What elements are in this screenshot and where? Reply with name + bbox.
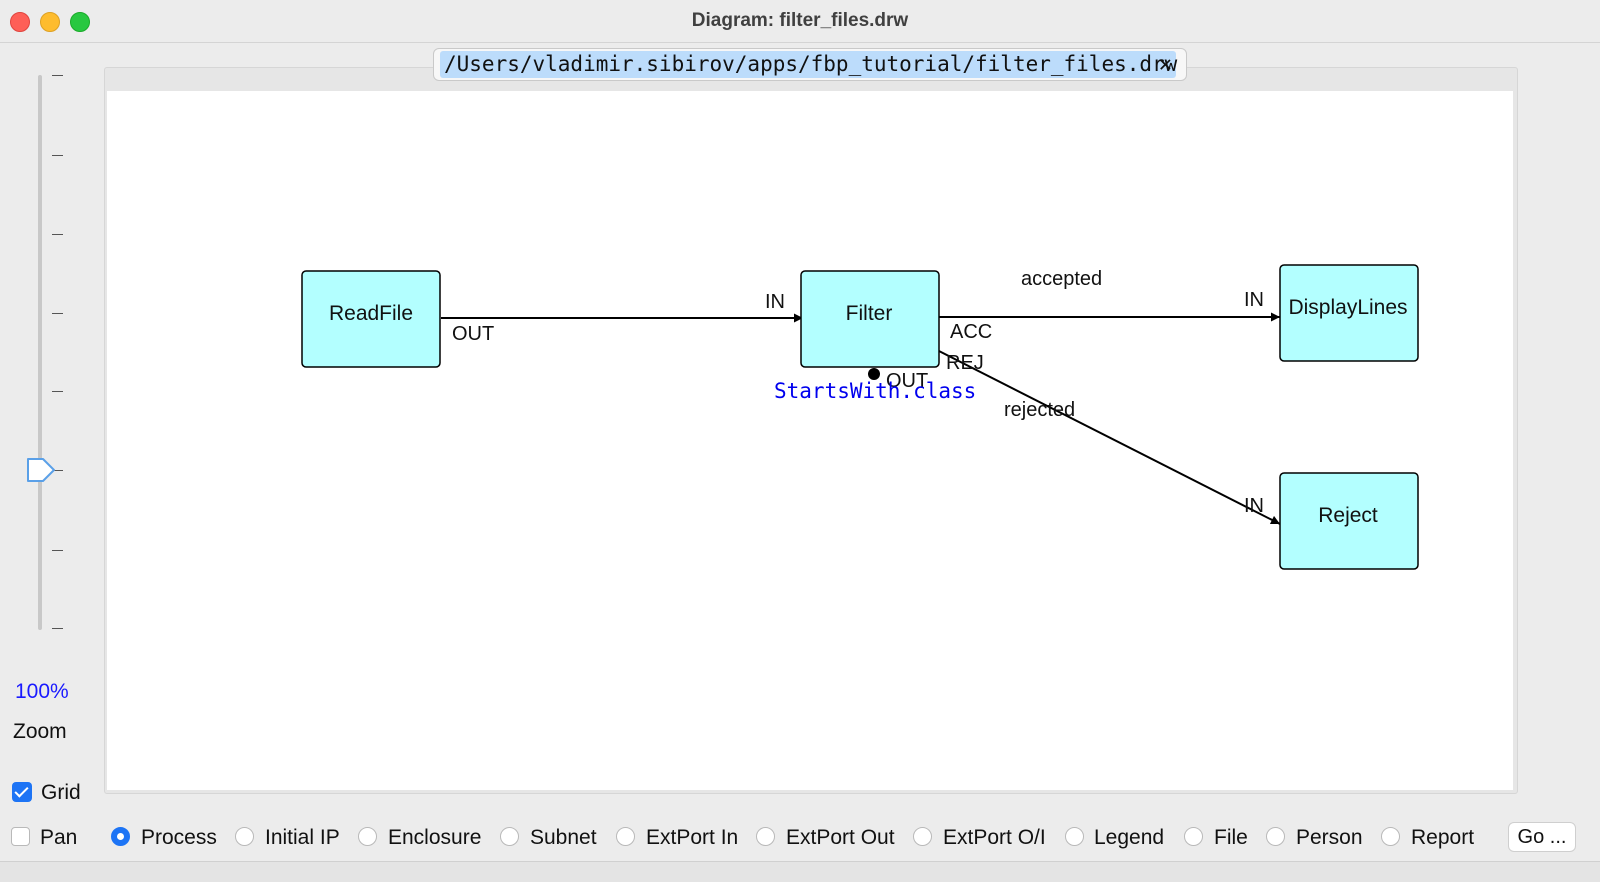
minimize-window-button[interactable] xyxy=(40,12,60,32)
radio-extport-oi-label: ExtPort O/I xyxy=(943,826,1046,849)
radio-enclosure-label: Enclosure xyxy=(388,826,482,849)
process-readfile-box[interactable] xyxy=(301,270,441,368)
zoom-tick xyxy=(52,391,63,392)
close-window-button[interactable] xyxy=(10,12,30,32)
process-displaylines[interactable]: DisplayLines xyxy=(1279,264,1419,362)
file-tab-inner[interactable]: /Users/vladimir.sibirov/apps/fbp_tutoria… xyxy=(440,51,1178,78)
radio-extport-out[interactable] xyxy=(756,827,775,846)
radio-person[interactable] xyxy=(1266,827,1285,846)
connection-label-rejected: rejected xyxy=(1004,399,1075,421)
zoom-tick xyxy=(52,550,63,551)
radio-enclosure[interactable] xyxy=(358,827,377,846)
radio-process[interactable] xyxy=(111,827,130,846)
go-button[interactable]: Go ... xyxy=(1508,822,1576,852)
port-filter-in: IN xyxy=(765,291,785,313)
process-readfile[interactable]: ReadFile xyxy=(301,270,441,368)
zoom-tick xyxy=(52,75,63,76)
port-filter-acc: ACC xyxy=(950,321,992,343)
grid-checkbox[interactable] xyxy=(12,782,32,802)
zoom-tick xyxy=(52,234,63,235)
connection-label-accepted: accepted xyxy=(1021,268,1102,290)
radio-person-label: Person xyxy=(1296,826,1363,849)
close-tab-icon[interactable]: ✕ xyxy=(1158,52,1172,77)
zoom-tick xyxy=(52,155,63,156)
zoom-label: Zoom xyxy=(13,720,67,743)
port-filter-out-dot[interactable] xyxy=(868,368,880,380)
radio-subnet[interactable] xyxy=(500,827,519,846)
zoom-value: 100% xyxy=(15,680,69,703)
process-displaylines-box[interactable] xyxy=(1279,264,1419,362)
port-reject-in: IN xyxy=(1244,495,1264,517)
maximize-window-button[interactable] xyxy=(70,12,90,32)
pan-checkbox[interactable] xyxy=(11,827,30,846)
zoom-tick xyxy=(52,628,63,629)
radio-extport-in[interactable] xyxy=(616,827,635,846)
radio-file[interactable] xyxy=(1184,827,1203,846)
radio-report[interactable] xyxy=(1381,827,1400,846)
radio-extport-in-label: ExtPort In xyxy=(646,826,739,849)
process-filter-label: Filter xyxy=(846,302,893,325)
window-title: Diagram: filter_files.drw xyxy=(691,10,909,31)
process-filter[interactable]: Filter xyxy=(800,270,940,368)
process-readfile-label: ReadFile xyxy=(329,302,413,325)
file-tab[interactable]: /Users/vladimir.sibirov/apps/fbp_tutoria… xyxy=(433,48,1187,81)
radio-legend[interactable] xyxy=(1065,827,1084,846)
radio-process-label: Process xyxy=(141,826,217,849)
process-reject-label: Reject xyxy=(1318,504,1378,527)
status-strip xyxy=(0,861,1600,882)
process-reject-box[interactable] xyxy=(1279,472,1419,570)
process-reject[interactable]: Reject xyxy=(1279,472,1419,570)
radio-legend-label: Legend xyxy=(1094,826,1165,849)
process-displaylines-label: DisplayLines xyxy=(1288,296,1407,319)
radio-extport-out-label: ExtPort Out xyxy=(786,826,895,849)
zoom-slider-thumb[interactable] xyxy=(25,456,57,484)
zoom-tick xyxy=(52,313,63,314)
radio-initial-ip[interactable] xyxy=(235,827,254,846)
port-readfile-out: OUT xyxy=(452,323,494,345)
diagram-canvas[interactable] xyxy=(107,91,1513,790)
port-filter-out: OUT xyxy=(886,370,928,392)
zoom-tick xyxy=(52,470,63,471)
port-filter-rej: REJ xyxy=(946,352,984,374)
grid-label: Grid xyxy=(41,781,81,804)
zoom-slider-track[interactable] xyxy=(38,75,42,630)
radio-initial-ip-label: Initial IP xyxy=(265,826,340,849)
file-tab-path: /Users/vladimir.sibirov/apps/fbp_tutoria… xyxy=(444,52,1178,76)
title-bar: Diagram: filter_files.drw xyxy=(0,0,1600,43)
component-class-label[interactable]: StartsWith.class xyxy=(774,379,976,403)
radio-file-label: File xyxy=(1214,826,1248,849)
radio-report-label: Report xyxy=(1411,826,1475,849)
radio-subnet-label: Subnet xyxy=(530,826,597,849)
radio-extport-oi[interactable] xyxy=(913,827,932,846)
connection-filter-reject[interactable] xyxy=(934,348,1281,525)
process-filter-box[interactable] xyxy=(800,270,940,368)
port-displaylines-in: IN xyxy=(1244,289,1264,311)
pan-label: Pan xyxy=(40,826,78,849)
